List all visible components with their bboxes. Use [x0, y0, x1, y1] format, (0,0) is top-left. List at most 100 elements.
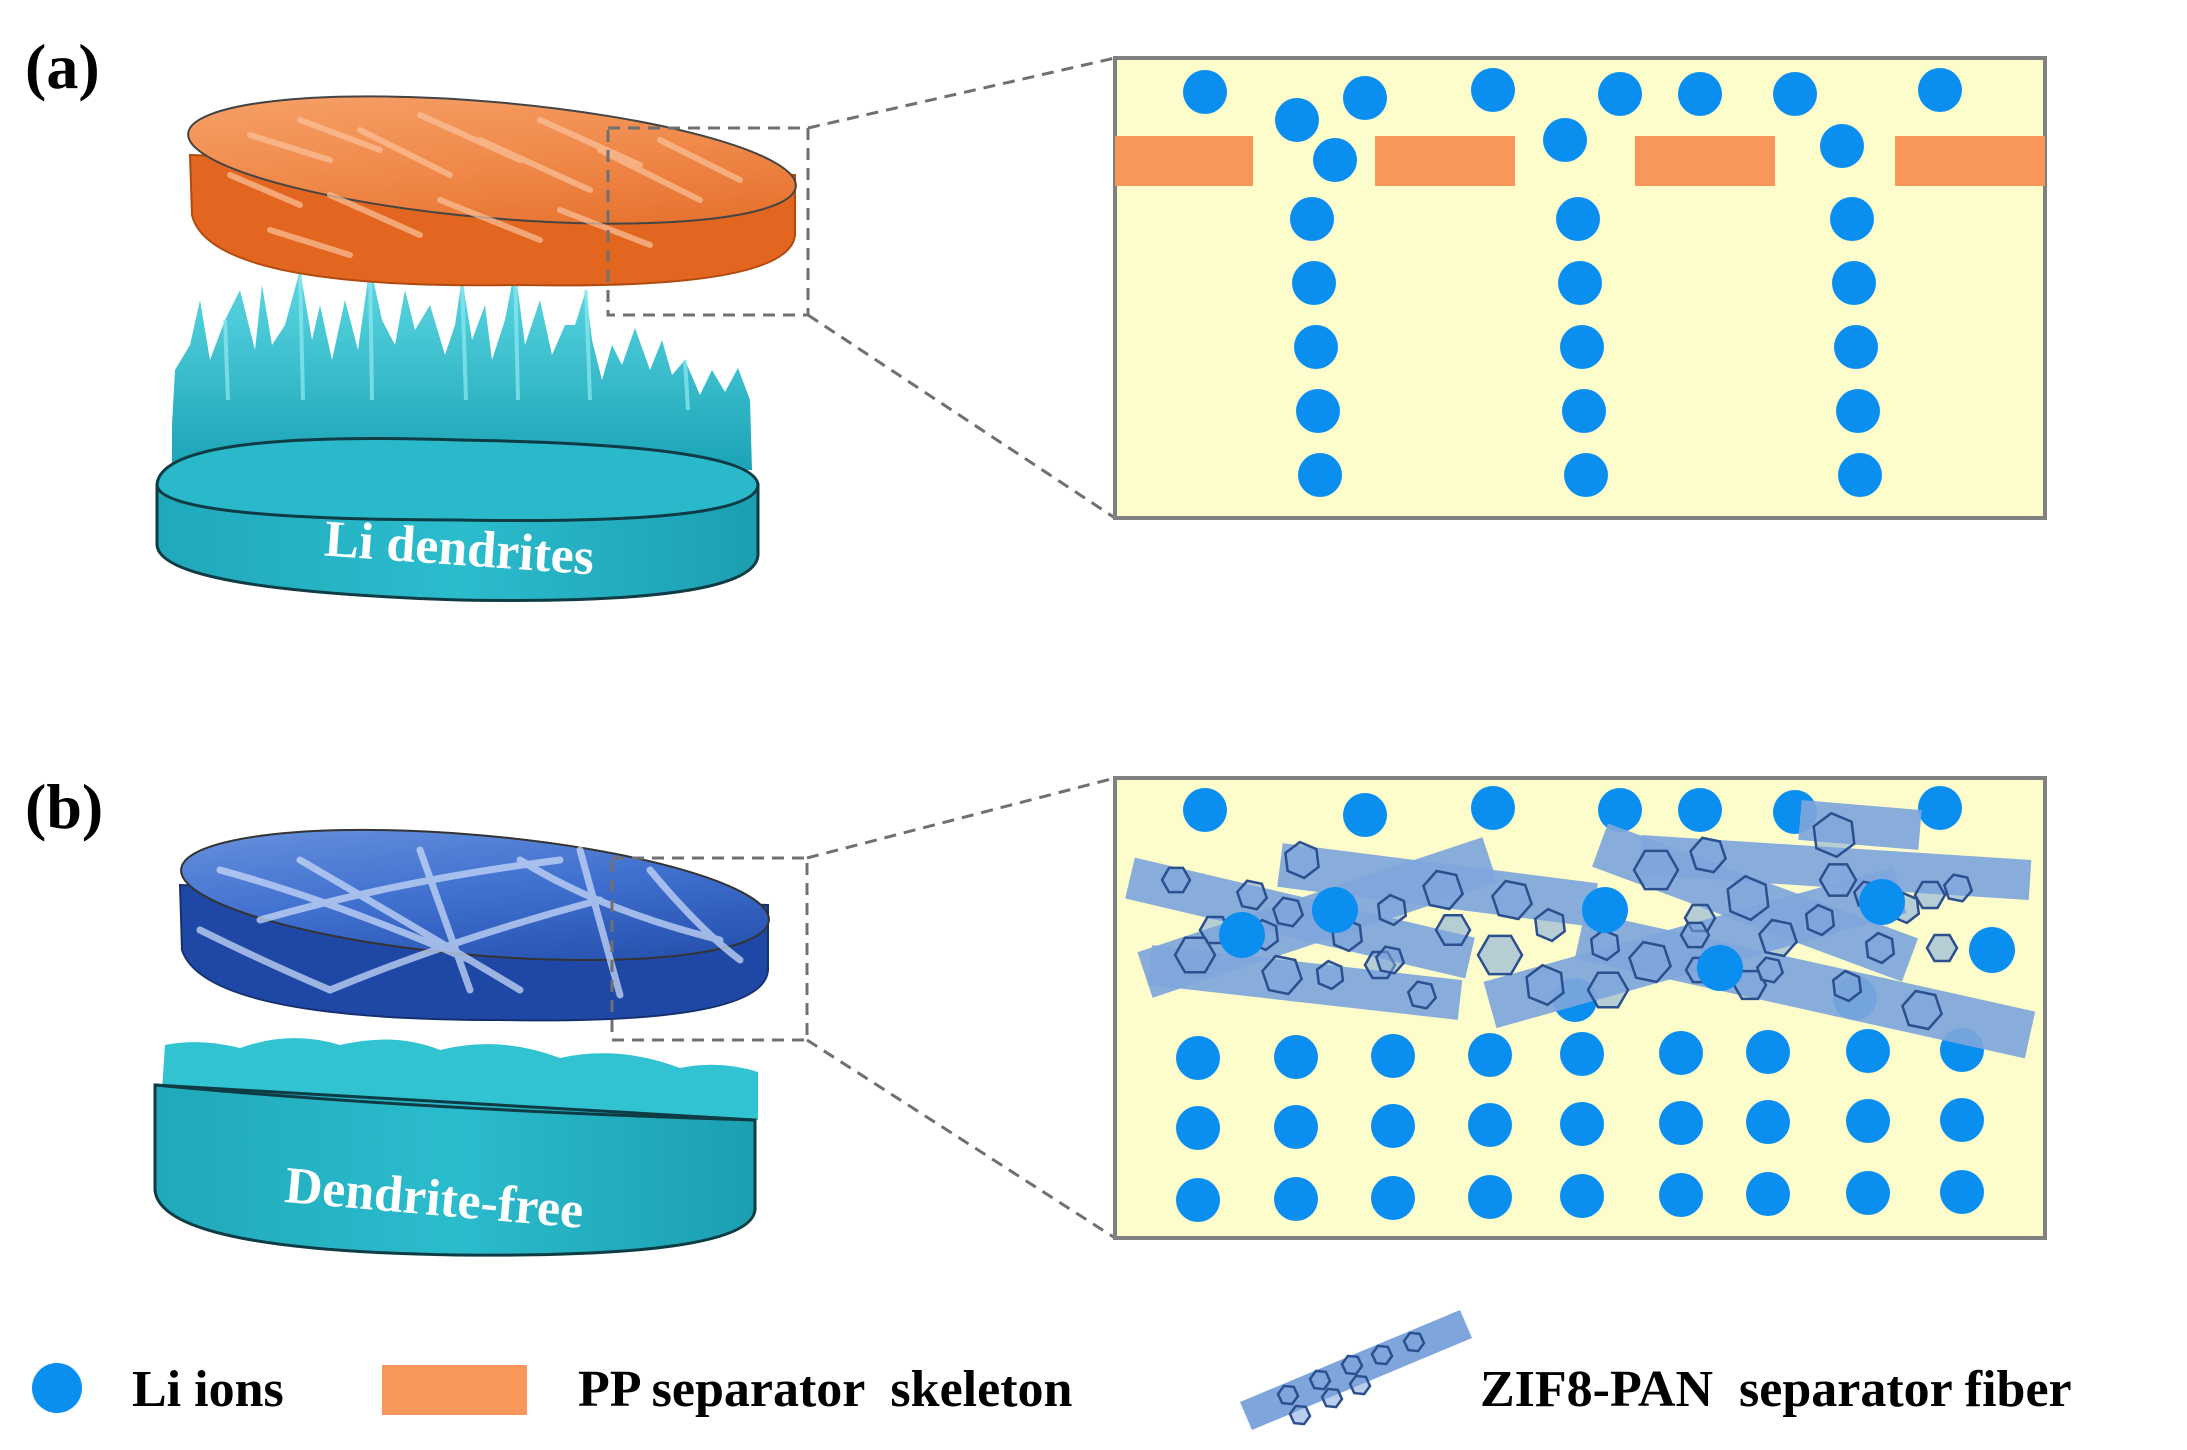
- li-ion: [1560, 1032, 1604, 1076]
- zif8-particle: [1627, 940, 1673, 984]
- li-ion: [1471, 786, 1515, 830]
- li-ion: [1312, 887, 1358, 933]
- li-ion: [1846, 1029, 1890, 1073]
- li-ion: [1558, 261, 1602, 305]
- zif8-particle: [1632, 849, 1680, 891]
- li-electrode-b: Dendrite-free: [153, 1083, 757, 1257]
- zif8-particle: [1688, 836, 1728, 874]
- zif8-particle: [1320, 1387, 1344, 1409]
- li-ion: [1659, 1031, 1703, 1075]
- zif8-particle: [1864, 931, 1896, 965]
- zif8-particle: [1235, 879, 1269, 911]
- li-ion: [1371, 1034, 1415, 1078]
- li-ion: [1176, 1106, 1220, 1150]
- li-ion: [1274, 1105, 1318, 1149]
- panel-a-label: (a): [25, 31, 100, 102]
- li-ion: [1659, 1101, 1703, 1145]
- zif8-particle: [1402, 1331, 1426, 1353]
- zoom-indicator-b: [610, 776, 1116, 1240]
- li-ion: [1564, 453, 1608, 497]
- li-ion: [1859, 879, 1905, 925]
- zif8-particle: [1726, 874, 1770, 922]
- pp-bar: [1635, 136, 1775, 186]
- li-ions-b-front: [1219, 879, 2015, 991]
- zif8-particle: [1271, 896, 1305, 928]
- zif8-particle: [1812, 811, 1856, 859]
- legend-pp-skeleton-icon: [382, 1365, 527, 1415]
- li-ion: [1290, 197, 1334, 241]
- panel-a: (a) Li dendrites: [25, 31, 2047, 602]
- li-ions-a: [1183, 68, 1962, 497]
- zif8-particle: [1679, 921, 1711, 949]
- li-ion: [1582, 887, 1628, 933]
- pp-separator-disk: [187, 95, 797, 287]
- li-ion: [1343, 76, 1387, 120]
- li-electrode-a: Li dendrites: [155, 436, 760, 602]
- li-ion: [1846, 1099, 1890, 1143]
- li-ion: [1918, 68, 1962, 112]
- li-ion: [1598, 72, 1642, 116]
- legend-li-ion-icon: [32, 1363, 82, 1413]
- li-ion: [1371, 1176, 1415, 1220]
- li-ion: [1468, 1175, 1512, 1219]
- li-ion: [1274, 1177, 1318, 1221]
- zif8-particle: [1288, 1404, 1312, 1426]
- li-ion: [1940, 1098, 1984, 1142]
- li-ion: [1560, 325, 1604, 369]
- pp-bar: [1115, 136, 1253, 186]
- li-ion: [1296, 389, 1340, 433]
- li-ion: [1940, 1170, 1984, 1214]
- zif8-particle: [1374, 945, 1406, 975]
- li-ion: [1183, 788, 1227, 832]
- zif8-particle: [1755, 956, 1785, 984]
- pp-bar: [1375, 136, 1515, 186]
- zif8-separator-disk: [178, 828, 770, 1022]
- zif8-particle: [1260, 954, 1304, 996]
- li-ion: [1830, 197, 1874, 241]
- li-ion: [1543, 118, 1587, 162]
- panel-b: (b) Dendrite-free: [25, 771, 2047, 1257]
- li-ion: [1836, 389, 1880, 433]
- zif8-particle: [1818, 863, 1858, 897]
- zif8-particle: [1173, 936, 1217, 974]
- legend-li-ions-label: Li ions: [132, 1361, 284, 1418]
- zif8-particle: [1804, 903, 1836, 937]
- zif8-particle: [1925, 933, 1959, 963]
- pp-skeleton-bars: [1115, 136, 2045, 186]
- li-ion: [1176, 1036, 1220, 1080]
- li-ion: [1313, 138, 1357, 182]
- zif8-particle: [1370, 1344, 1394, 1366]
- zif8-particle: [1406, 980, 1438, 1010]
- pp-bar: [1895, 136, 2045, 186]
- li-ion: [1773, 72, 1817, 116]
- li-ion: [1659, 1173, 1703, 1217]
- zif8-particle: [1434, 914, 1472, 946]
- inset-a: [1113, 56, 2047, 520]
- li-ion: [1678, 72, 1722, 116]
- li-ion: [1846, 1171, 1890, 1215]
- li-ion: [1746, 1172, 1790, 1216]
- zif8-particle: [1284, 840, 1320, 880]
- li-dendrites-growth: [172, 264, 752, 470]
- li-ion: [1468, 1103, 1512, 1147]
- zif8-particle: [1913, 880, 1947, 910]
- zif8-particle: [1942, 873, 1974, 903]
- zif8-particles: [1160, 811, 1974, 1031]
- legend-zif8-fiber-icon: [1240, 1310, 1472, 1430]
- li-ion: [1832, 261, 1876, 305]
- li-ion: [1274, 1035, 1318, 1079]
- zif8-particle: [1276, 1384, 1300, 1406]
- li-ion: [1918, 786, 1962, 830]
- li-ion: [1298, 453, 1342, 497]
- zif8-particle: [1490, 879, 1534, 921]
- li-ion: [1292, 261, 1336, 305]
- zoom-indicator-a: [606, 56, 1116, 520]
- li-ion: [1834, 325, 1878, 369]
- legend-pp-skeleton-label: PP separator skeleton: [578, 1361, 1073, 1418]
- zif8-particle: [1376, 893, 1408, 927]
- li-ion: [1294, 325, 1338, 369]
- li-ion: [1275, 98, 1319, 142]
- inset-b: [1113, 776, 2047, 1240]
